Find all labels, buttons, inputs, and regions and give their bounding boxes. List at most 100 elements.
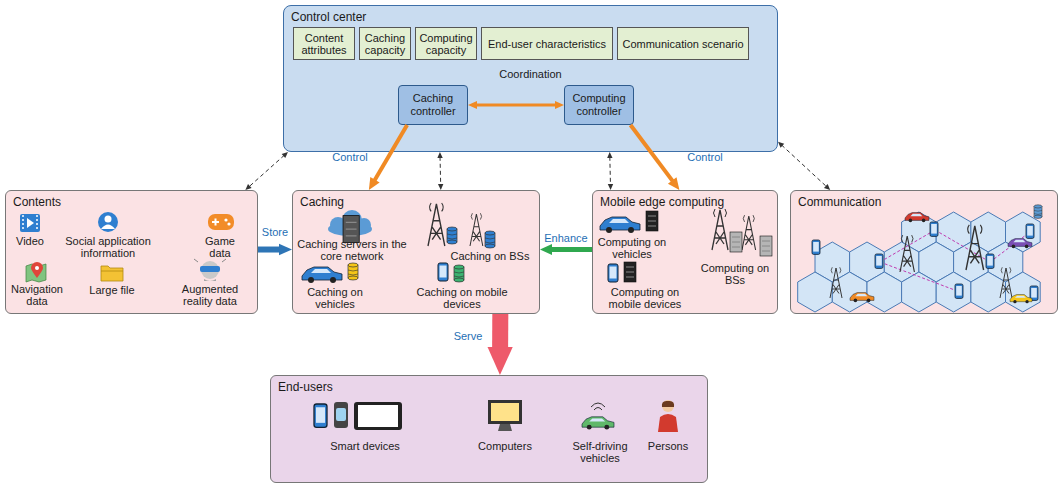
folder-icon-part (101, 271, 123, 272)
box-title: Caching controller (403, 92, 463, 118)
icon-caption: Video (5, 235, 55, 247)
smart-devices-icon-part (358, 405, 398, 427)
network-scene-part (905, 213, 929, 223)
computer-icon-part (491, 403, 519, 421)
smart-devices-icon-part (314, 404, 327, 427)
icon-caption: Computing on mobile devices (600, 286, 690, 310)
network-scene-part (1026, 224, 1034, 238)
connector (369, 125, 407, 190)
box-title: End-user characteristics (488, 38, 606, 50)
connector-line (631, 125, 674, 182)
network-scene-part (850, 293, 874, 303)
box-title: Computing controller (569, 92, 629, 118)
folder-icon-part (101, 266, 123, 281)
cell-grid-part (902, 272, 937, 312)
arrow-head (668, 177, 680, 190)
arrow-head (824, 184, 830, 190)
vehicle-computing-icon-part (600, 217, 640, 233)
computer-icon-part (488, 400, 522, 424)
ar-icon-part (194, 259, 226, 262)
edge-label: Store (262, 226, 288, 238)
arrow-head (540, 244, 552, 255)
cell-grid-part (936, 272, 971, 312)
mobile-computing-icon-part (608, 264, 618, 282)
connector-line (475, 104, 557, 107)
edge-label: Enhance (544, 232, 587, 244)
arrow-head (279, 244, 292, 256)
vehicle-cache-icon (302, 263, 358, 283)
icon-caption: Caching on BSs (448, 250, 532, 262)
folder-icon (101, 266, 123, 281)
network-scene-part (812, 240, 820, 254)
attribute-box: End-user characteristics (481, 27, 613, 60)
network-scene-part (1000, 267, 1012, 298)
game-icon-part (224, 218, 227, 221)
arrow-head (437, 152, 442, 158)
bs-towers-icon-part (447, 227, 457, 244)
arrow-head (608, 184, 613, 190)
computer-icon (488, 400, 522, 431)
box-title: Control center (284, 6, 777, 24)
cell-grid-part (867, 272, 902, 312)
connector-line (374, 125, 407, 182)
icon-caption: Smart devices (320, 440, 410, 452)
game-icon (208, 214, 234, 230)
controller-box: Computing controller (564, 85, 634, 125)
icon-caption: Social application information (60, 235, 156, 259)
connector (540, 244, 592, 255)
box-title: Caching capacity (363, 32, 407, 56)
icon-caption: Caching servers in the core network (297, 238, 407, 262)
icon-caption: Computers (470, 440, 540, 452)
vehicle-cache-icon-part (348, 263, 358, 280)
connector-line (258, 247, 282, 253)
network-scene-part (875, 254, 883, 268)
attribute-box: Caching capacity (359, 27, 411, 60)
game-icon-part (227, 222, 230, 225)
bs-towers-icon-part (470, 213, 483, 246)
icon-caption: Self-driving vehicles (562, 440, 638, 464)
ar-icon (194, 259, 226, 281)
connector (468, 101, 564, 109)
connector (488, 314, 513, 375)
game-icon-part (212, 219, 219, 226)
network-scene-part (1010, 295, 1032, 304)
connector (245, 152, 288, 190)
vehicle-cache-icon-part (302, 267, 342, 283)
icon-caption: Persons (643, 440, 693, 452)
vehicle-computing-icon (600, 211, 658, 233)
self-driving-car-icon-part (591, 403, 605, 410)
edge-label: Control (332, 151, 367, 163)
ar-icon-part (200, 266, 220, 272)
person-icon-part (662, 400, 674, 412)
social-icon-part (105, 216, 112, 223)
bs-computing-icon (712, 209, 772, 256)
video-icon-part (20, 214, 40, 232)
cell-grid-part (798, 272, 833, 312)
box-title: Mobile edge computing (593, 191, 777, 209)
attribute-box: Content attributes (293, 27, 355, 60)
attribute-box: Computing capacity (415, 27, 477, 60)
connector (258, 244, 292, 256)
icon-caption: Caching on vehicles (295, 286, 375, 310)
icon-caption: Computing on BSs (695, 262, 775, 286)
coordination-label: Coordination (284, 68, 777, 80)
end-users-panel: End-users (270, 375, 708, 483)
mobile-cache-icon (438, 263, 464, 282)
bs-towers-icon-part (485, 231, 495, 248)
arrow-head (282, 152, 288, 158)
bs-computing-icon-part (742, 215, 756, 250)
control-center: Control centerCoordination Content attrib… (283, 5, 778, 152)
box-title: Caching (293, 191, 539, 209)
smart-devices-icon-part (334, 402, 348, 428)
computer-icon-part (498, 424, 512, 431)
cell-grid (798, 212, 1040, 312)
connector (437, 152, 443, 190)
network-scene-part (900, 235, 914, 272)
ar-icon-part (201, 261, 219, 279)
connector-line (782, 145, 827, 187)
icon-caption: Augmented reality data (170, 283, 250, 307)
navigation-icon-part (31, 262, 43, 278)
connector-line (550, 247, 592, 252)
smart-devices-icon-part (336, 408, 346, 421)
bs-computing-icon-part (760, 236, 772, 256)
